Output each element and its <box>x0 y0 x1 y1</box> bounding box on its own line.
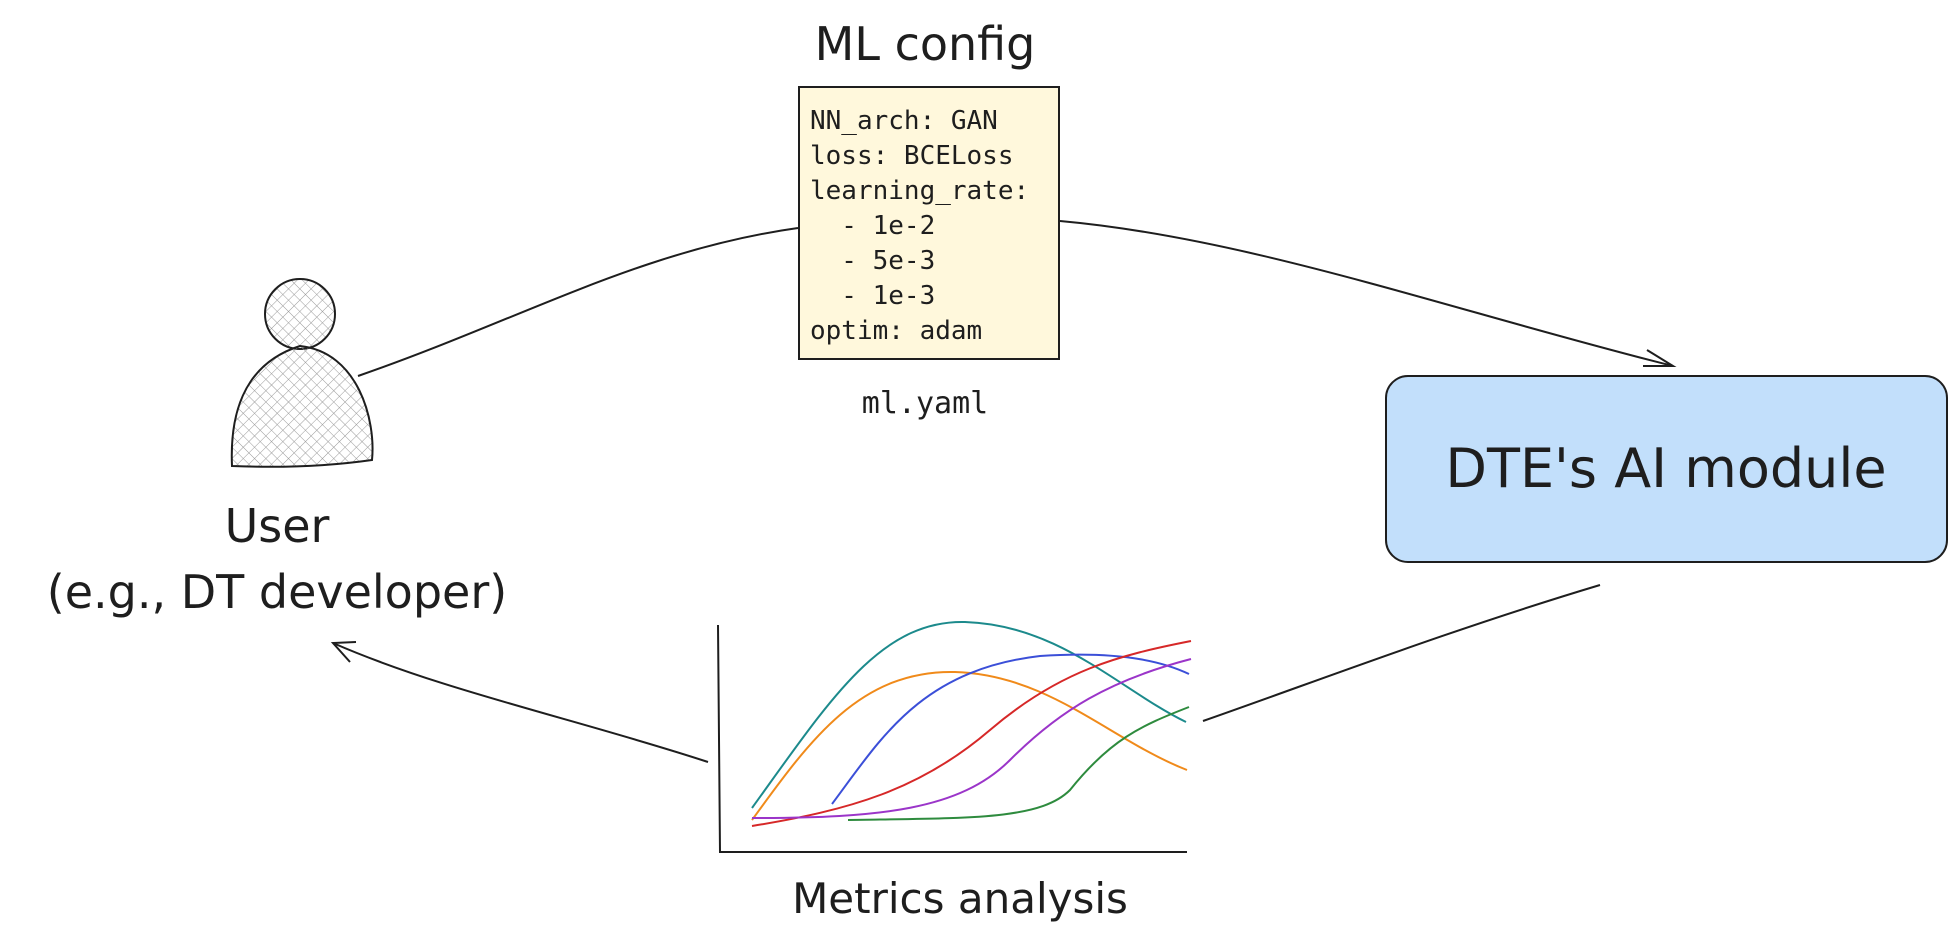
config-line: - 1e-3 <box>810 281 935 311</box>
ai-module-rect <box>1385 375 1948 563</box>
ml-config-file: NN_arch: GAN loss: BCELoss learning_rate… <box>798 86 1060 360</box>
ml-config-title: ML config <box>815 17 1036 71</box>
metric-curve <box>751 620 1187 809</box>
person-icon <box>230 278 374 468</box>
config-line: learning_rate: <box>810 176 1029 206</box>
config-line: optim: adam <box>810 316 982 346</box>
config-line: - 1e-2 <box>810 211 935 241</box>
ai-to-metrics-connector <box>1202 584 1601 722</box>
metric-curve <box>847 706 1190 821</box>
user-role-label: (e.g., DT developer) <box>47 565 507 619</box>
chart-axes <box>717 624 1187 853</box>
file-name: ml.yaml <box>862 386 988 421</box>
ai-module-label: DTE's AI module <box>1445 437 1886 500</box>
metric-curve <box>751 640 1192 827</box>
metrics-to-user-arrow <box>330 641 709 763</box>
user-to-config-connector <box>357 227 799 377</box>
ml-config-file-box <box>798 86 1060 360</box>
metric-curve <box>831 653 1190 805</box>
metric-curve <box>751 670 1188 821</box>
line-chart-icon <box>717 620 1192 853</box>
config-line: loss: BCELoss <box>810 141 1014 171</box>
config-to-ai-arrow <box>1059 220 1677 367</box>
metric-curve <box>751 658 1192 819</box>
user-label: User <box>225 499 330 553</box>
config-line: NN_arch: GAN <box>810 106 998 136</box>
metrics-label: Metrics analysis <box>792 874 1128 923</box>
config-line: - 5e-3 <box>810 246 935 276</box>
ai-module-box: DTE's AI module <box>1385 375 1948 563</box>
